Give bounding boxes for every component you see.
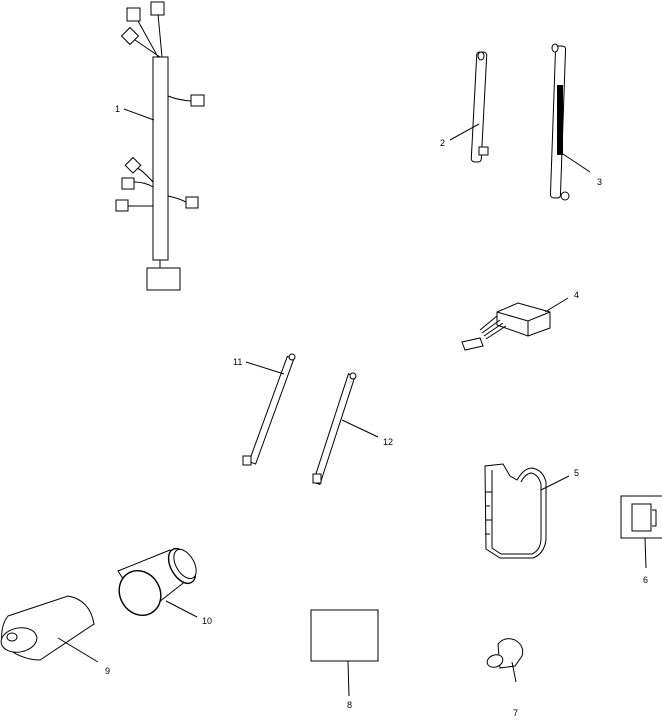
part-12-rod: 12 <box>312 372 393 486</box>
part-9-sleeve: 9 <box>0 595 110 676</box>
callout-8: 8 <box>347 700 352 710</box>
part-11-rod: 11 <box>233 353 296 466</box>
callout-12: 12 <box>383 437 393 447</box>
part-6-plate: 6 <box>620 495 662 585</box>
part-5-bracket: 5 <box>484 463 579 559</box>
part-10-cylinder: 10 <box>117 547 212 626</box>
part-7-elbow: 7 <box>486 638 524 718</box>
part-8-label: 8 <box>310 609 379 710</box>
callout-11: 11 <box>233 357 242 367</box>
callout-2: 2 <box>440 138 445 148</box>
callout-5: 5 <box>574 468 579 478</box>
callout-10: 10 <box>202 616 212 626</box>
part-1-wiring-harness: 1 <box>115 1 205 291</box>
part-4-connector: 4 <box>461 290 579 351</box>
part-3-rod: 3 <box>549 43 602 201</box>
callout-3: 3 <box>597 177 602 187</box>
callout-1: 1 <box>115 104 120 114</box>
callout-6: 6 <box>643 575 648 585</box>
part-2-rod: 2 <box>440 51 489 163</box>
callout-9: 9 <box>105 666 110 676</box>
callout-4: 4 <box>574 290 579 300</box>
callout-7: 7 <box>513 708 518 716</box>
